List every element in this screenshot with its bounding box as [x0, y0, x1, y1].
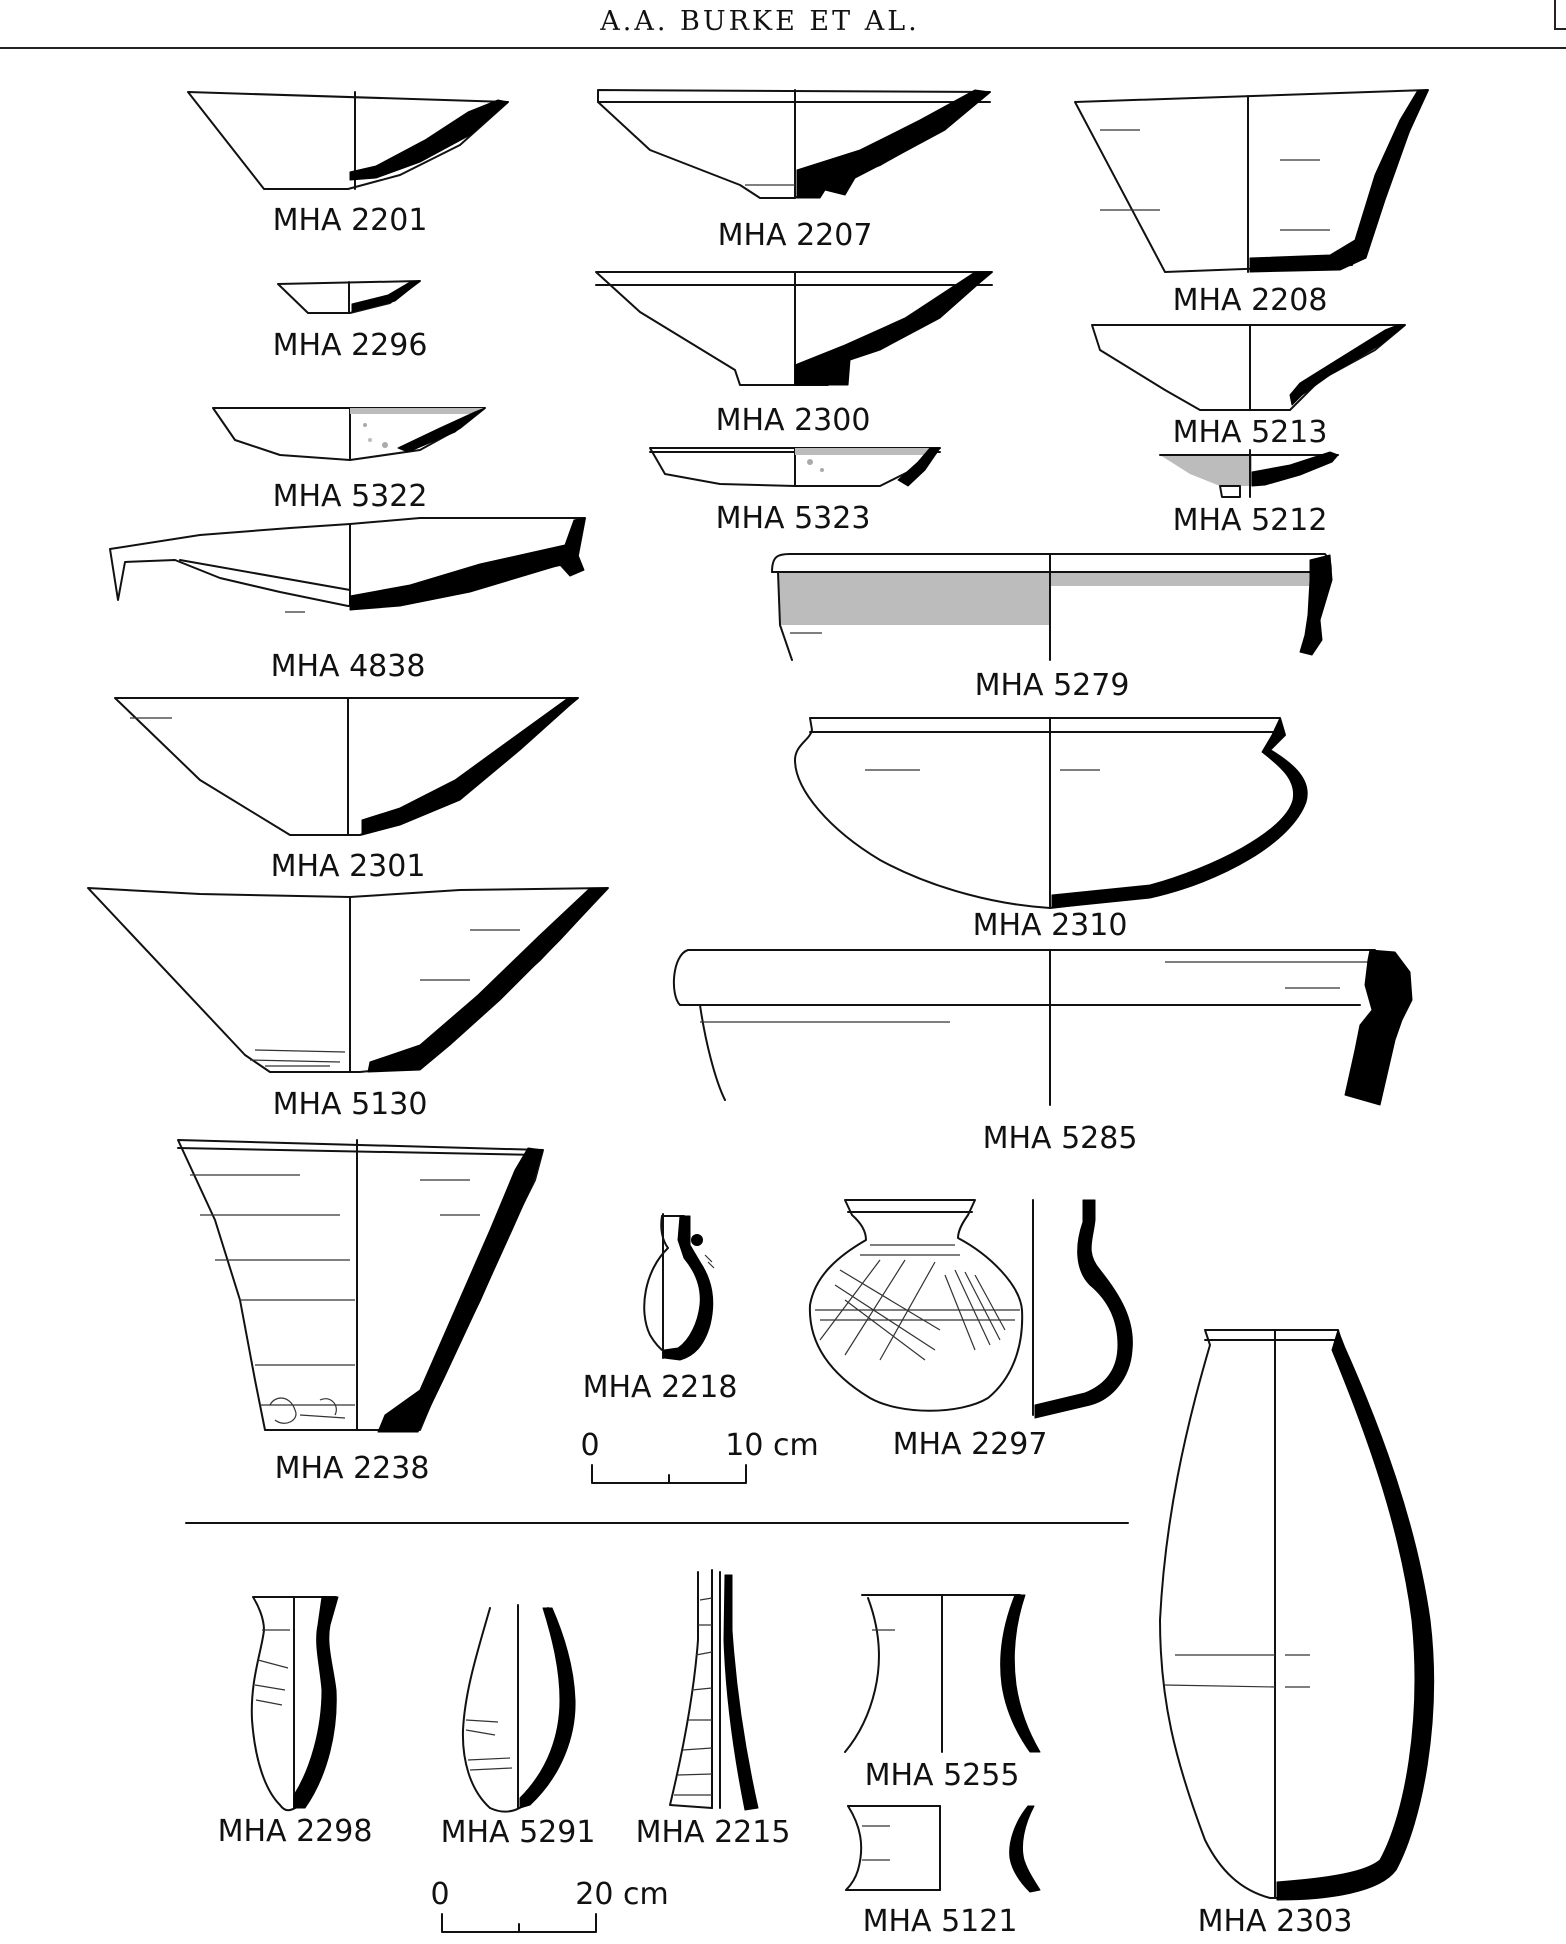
- label-mha-2296: MHA 2296: [273, 328, 428, 363]
- label-mha-2218: MHA 2218: [583, 1370, 738, 1405]
- label-mha-2300: MHA 2300: [716, 403, 871, 438]
- vessel-mha-5285: MHA 5285: [672, 949, 1413, 1156]
- label-mha-5130: MHA 5130: [273, 1087, 428, 1122]
- vessel-mha-2215: MHA 2215: [636, 1569, 791, 1850]
- label-mha-5255: MHA 5255: [865, 1758, 1020, 1793]
- label-mha-5213: MHA 5213: [1173, 415, 1328, 450]
- vessel-mha-5121: MHA 5121: [845, 1805, 1041, 1939]
- page-edge-tab: [1554, 0, 1566, 30]
- label-mha-5323: MHA 5323: [716, 501, 871, 536]
- label-mha-2201: MHA 2201: [273, 203, 428, 238]
- label-mha-5279: MHA 5279: [975, 668, 1130, 703]
- scale-end-label: 20 cm: [575, 1877, 668, 1912]
- scale-start-label: 0: [580, 1428, 599, 1463]
- vessel-mha-5213: MHA 5213: [1091, 324, 1406, 450]
- label-mha-2301: MHA 2301: [271, 849, 426, 884]
- vessel-mha-4838: MHA 4838: [109, 517, 586, 684]
- label-mha-5121: MHA 5121: [863, 1904, 1018, 1939]
- vessel-mha-2201: MHA 2201: [187, 91, 509, 238]
- label-mha-2303: MHA 2303: [1198, 1904, 1353, 1939]
- vessel-mha-5291: MHA 5291: [441, 1604, 596, 1850]
- label-mha-2297: MHA 2297: [893, 1427, 1048, 1462]
- vessel-mha-5130: MHA 5130: [87, 887, 609, 1122]
- scale-bar-10cm: 0 10 cm: [580, 1428, 819, 1484]
- label-mha-2238: MHA 2238: [275, 1451, 430, 1486]
- scale-end-label: 10 cm: [725, 1428, 818, 1463]
- label-mha-2298: MHA 2298: [218, 1814, 373, 1849]
- vessel-mha-2218: MHA 2218: [583, 1213, 738, 1405]
- vessel-mha-2238: MHA 2238: [177, 1139, 544, 1486]
- label-mha-2207: MHA 2207: [718, 218, 873, 253]
- vessel-mha-2298: MHA 2298: [218, 1596, 373, 1849]
- label-mha-2208: MHA 2208: [1173, 283, 1328, 318]
- vessel-mha-2296: MHA 2296: [273, 280, 428, 363]
- label-mha-5322: MHA 5322: [273, 479, 428, 514]
- label-mha-4838: MHA 4838: [271, 649, 426, 684]
- vessel-mha-5255: MHA 5255: [844, 1594, 1041, 1793]
- label-mha-5285: MHA 5285: [983, 1121, 1138, 1156]
- vessel-mha-2300: MHA 2300: [595, 271, 993, 438]
- vessel-mha-5322: MHA 5322: [212, 407, 486, 514]
- label-mha-5291: MHA 5291: [441, 1815, 596, 1850]
- vessel-mha-2301: MHA 2301: [114, 697, 579, 884]
- label-mha-2215: MHA 2215: [636, 1815, 791, 1850]
- label-mha-2310: MHA 2310: [973, 908, 1128, 943]
- vessel-mha-2208: MHA 2208: [1074, 89, 1429, 318]
- running-title: A.A. BURKE ET AL.: [600, 6, 920, 37]
- scale-bar-20cm: 0 20 cm: [430, 1877, 669, 1933]
- label-mha-5212: MHA 5212: [1173, 503, 1328, 538]
- vessel-mha-2207: MHA 2207: [597, 89, 991, 253]
- vessel-mha-5212: MHA 5212: [1159, 449, 1339, 538]
- vessel-mha-5279: MHA 5279: [771, 553, 1333, 703]
- vessel-mha-5323: MHA 5323: [649, 447, 941, 536]
- scale-start-label: 0: [430, 1877, 449, 1912]
- vessel-mha-2297: MHA 2297: [808, 1199, 1133, 1462]
- vessel-mha-2303: MHA 2303: [1159, 1329, 1435, 1939]
- page-header: A.A. BURKE ET AL.: [0, 0, 1566, 49]
- vessel-mha-2310: MHA 2310: [794, 717, 1308, 943]
